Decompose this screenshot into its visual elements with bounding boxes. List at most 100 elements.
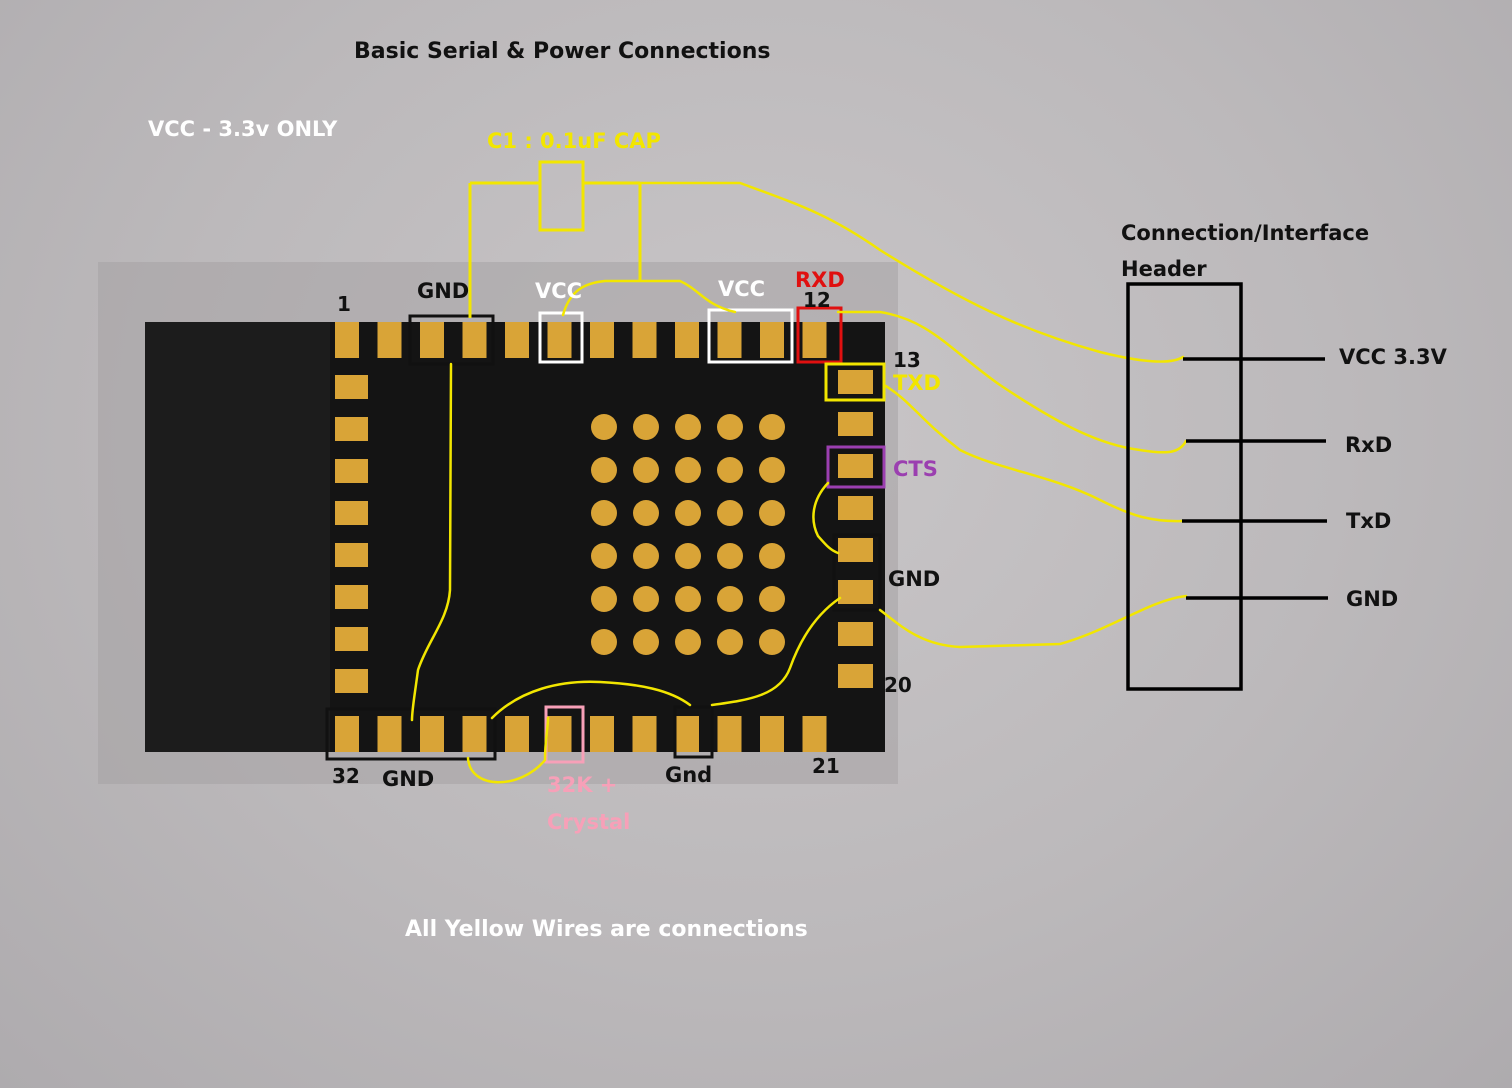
pad	[802, 716, 827, 752]
pad	[335, 716, 359, 752]
bga-ball	[717, 629, 743, 655]
bga-ball	[717, 586, 743, 612]
pad	[335, 501, 368, 525]
header-title-line1: Connection/Interface	[1121, 221, 1369, 245]
vcc-right-label: VCC	[718, 277, 765, 301]
bga-ball	[675, 500, 701, 526]
pad	[377, 322, 402, 358]
wires-note: All Yellow Wires are connections	[405, 917, 808, 942]
bga-ball	[717, 414, 743, 440]
wire-vcc-header	[638, 181, 1185, 363]
bottom-gnd-box	[325, 707, 497, 761]
bga-ball	[717, 457, 743, 483]
bga-ball	[591, 457, 617, 483]
pad	[335, 627, 368, 651]
wire-crystal-loop	[466, 716, 550, 784]
vcc-right-box	[707, 308, 794, 364]
pad	[335, 417, 368, 441]
pad	[760, 716, 784, 752]
crystal-label-line2: Crystal	[547, 810, 630, 834]
pad	[838, 412, 873, 436]
pad	[335, 585, 368, 609]
pad	[838, 370, 873, 394]
vcc-left-label: VCC	[535, 279, 582, 303]
bga-ball	[633, 457, 659, 483]
yellow-wires	[410, 181, 1188, 784]
bga-ball-grid	[591, 414, 785, 655]
bga-ball	[591, 629, 617, 655]
diagram-title: Basic Serial & Power Connections	[354, 39, 770, 64]
capacitor-c1	[468, 160, 642, 318]
gnd2-box	[673, 705, 714, 759]
bga-ball	[675, 414, 701, 440]
top-gnd-label: GND	[417, 279, 469, 303]
pad	[632, 716, 657, 752]
pad	[462, 716, 487, 752]
cts-label: CTS	[893, 457, 938, 481]
bga-ball	[675, 457, 701, 483]
pin-21-label: 21	[812, 754, 840, 778]
bga-ball	[759, 414, 785, 440]
header-pin-rxd: RxD	[1345, 433, 1392, 457]
pad	[335, 669, 368, 693]
bga-ball	[591, 586, 617, 612]
pad	[838, 454, 873, 478]
rxd-box	[796, 306, 843, 364]
bga-ball	[591, 414, 617, 440]
pad	[547, 322, 572, 358]
pad	[335, 375, 368, 399]
bga-ball	[675, 629, 701, 655]
bga-ball	[633, 586, 659, 612]
pad	[632, 322, 657, 358]
wire-txd-header	[882, 383, 1184, 523]
cts-box	[826, 445, 886, 489]
pad	[590, 322, 614, 358]
wire-bottom-ring	[490, 680, 692, 720]
pad	[838, 664, 873, 688]
wire-cts-gnd	[812, 481, 840, 555]
pad	[420, 322, 444, 358]
header-pin-txd: TxD	[1346, 509, 1391, 533]
pad	[802, 322, 827, 358]
header-pin-vcc: VCC 3.3V	[1339, 345, 1448, 369]
bga-ball	[633, 629, 659, 655]
crystal-label-line1: 32K +	[547, 773, 617, 797]
pad	[675, 716, 699, 752]
pin-12-label: 12	[803, 288, 831, 312]
bga-ball	[591, 543, 617, 569]
pad	[420, 716, 444, 752]
module-pads	[335, 322, 873, 752]
pad	[335, 459, 368, 483]
pad	[505, 716, 529, 752]
pin-20-label: 20	[884, 673, 912, 697]
pad	[590, 716, 614, 752]
pad	[717, 716, 742, 752]
pad	[760, 322, 784, 358]
wire-gnd-top-bottom	[410, 362, 453, 722]
bottom-gnd2-label: Gnd	[665, 763, 712, 787]
bga-ball	[759, 586, 785, 612]
pad	[335, 322, 359, 358]
wire-gnd-header	[878, 594, 1188, 649]
wire-gnd-right	[710, 596, 842, 707]
bga-ball	[633, 414, 659, 440]
vcc-note: VCC - 3.3v ONLY	[148, 117, 338, 141]
pad	[838, 622, 873, 646]
pad	[838, 538, 873, 562]
bga-ball	[759, 457, 785, 483]
txd-label: TXD	[893, 371, 941, 395]
bga-ball	[759, 629, 785, 655]
right-gnd-label: GND	[888, 567, 940, 591]
pad	[462, 322, 487, 358]
bga-ball	[591, 500, 617, 526]
bga-ball	[633, 543, 659, 569]
pad	[335, 543, 368, 567]
rxd-label: RXD	[795, 268, 845, 292]
bga-ball	[633, 500, 659, 526]
vcc-left-box	[538, 311, 584, 364]
pin-1-label: 1	[337, 292, 351, 316]
pad	[838, 496, 873, 520]
wire-rxd-header	[836, 310, 1188, 454]
